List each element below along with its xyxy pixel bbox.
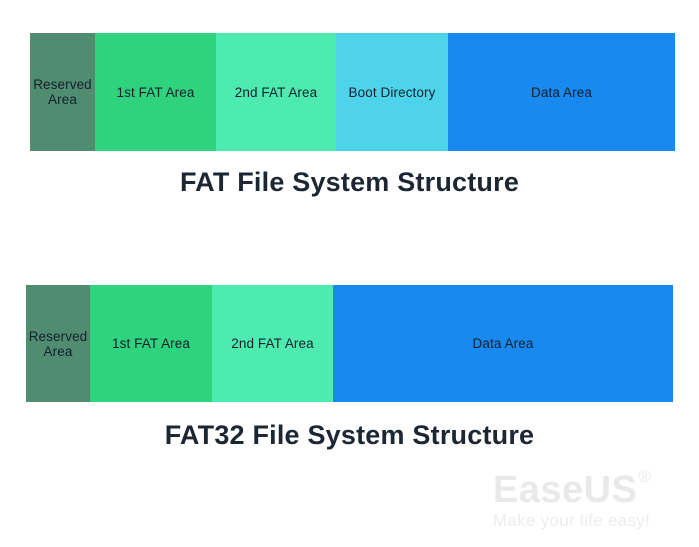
easeus-brand-row: EaseUS ®	[492, 467, 651, 511]
fat-structure-bar: Reserved Area 1st FAT Area 2nd FAT Area Boo…	[30, 33, 675, 151]
segment-2nd-fat-area: 2nd FAT Area	[216, 33, 336, 151]
segment-label: Reserved Area	[33, 77, 92, 107]
segment-data-area: Data Area	[448, 33, 675, 151]
fat-diagram-title: FAT File System Structure	[179, 167, 520, 197]
registered-trademark-icon: ®	[638, 467, 651, 486]
segment-label: 2nd FAT Area	[234, 84, 318, 100]
fat32-structure-bar: Reserved Area 1st FAT Area 2nd FAT Area Dat…	[26, 285, 673, 402]
segment-boot-directory: Boot Directory	[336, 33, 448, 151]
easeus-watermark: EaseUS ® Make your life easy!	[492, 467, 651, 530]
segment-label: Data Area	[472, 336, 534, 351]
segment-2nd-fat-area: 2nd FAT Area	[212, 285, 333, 402]
fat32-diagram-title: FAT32 File System Structure	[164, 420, 535, 450]
segment-1st-fat-area: 1st FAT Area	[95, 33, 216, 151]
easeus-logo: EaseUS	[492, 469, 638, 511]
segment-label: 1st FAT Area	[112, 336, 190, 351]
segment-label: 1st FAT Area	[116, 84, 195, 100]
segment-label: Data Area	[531, 84, 592, 100]
segment-reserved-area: Reserved Area	[26, 285, 90, 402]
segment-label: Reserved Area	[28, 328, 88, 359]
segment-label: 2nd FAT Area	[231, 336, 314, 351]
segment-1st-fat-area: 1st FAT Area	[90, 285, 212, 402]
segment-label: Boot Directory	[348, 84, 436, 100]
segment-data-area: Data Area	[333, 285, 673, 402]
segment-reserved-area: Reserved Area	[30, 33, 95, 151]
easeus-tagline: Make your life easy!	[492, 511, 651, 530]
